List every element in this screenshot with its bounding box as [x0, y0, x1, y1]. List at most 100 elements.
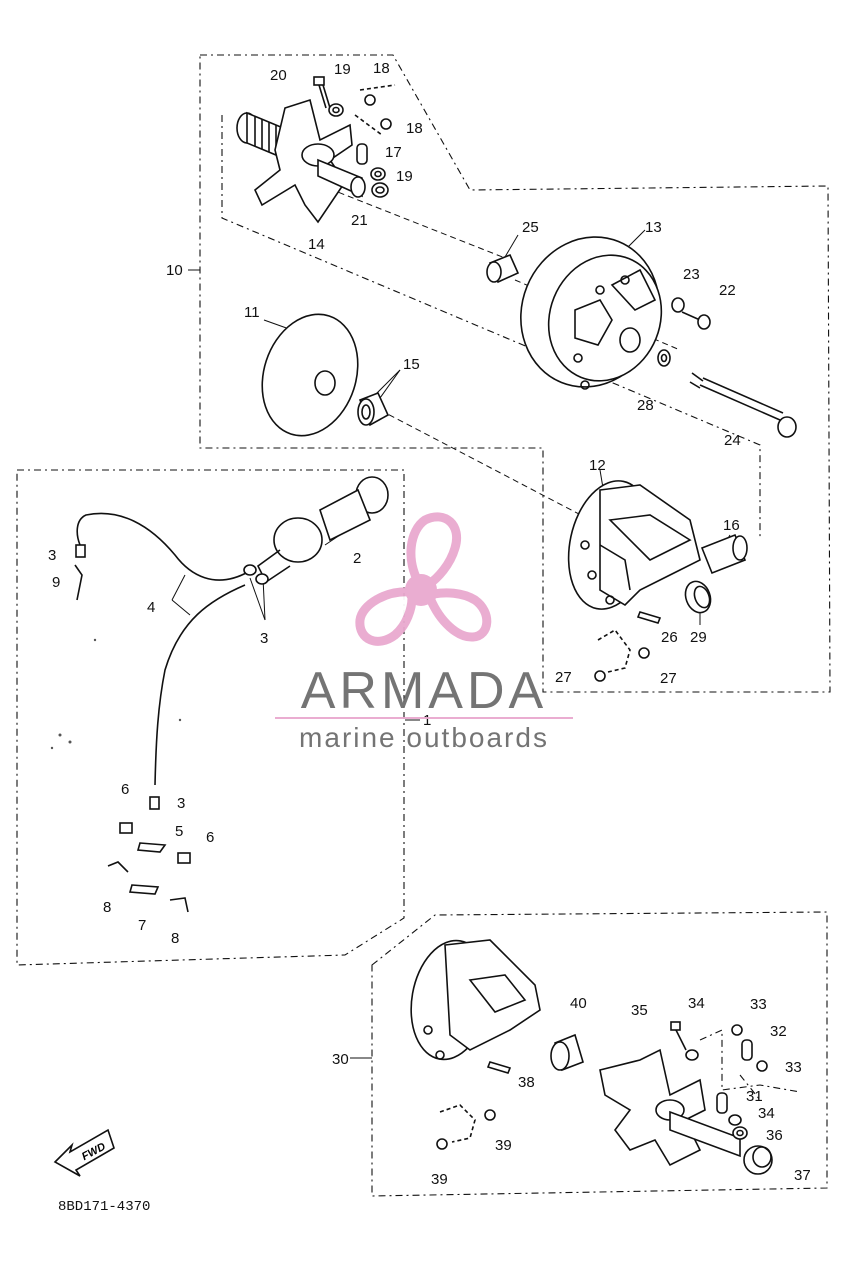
- part-20-bolt: [313, 76, 331, 109]
- callout-22: 22: [719, 282, 736, 299]
- part-23-washer: [671, 297, 685, 313]
- callout-30: 30: [332, 1051, 349, 1068]
- part-9-pin: [74, 564, 83, 601]
- callout-18: 18: [373, 60, 390, 77]
- callout-5: 5: [175, 823, 183, 840]
- part-21-washer: [371, 182, 389, 198]
- part-12-intake-housing: [567, 480, 701, 610]
- part-22-bolt: [681, 311, 711, 330]
- callout-21: 21: [351, 212, 368, 229]
- part-33-pins: [731, 1024, 768, 1072]
- drawing-code: 8BD171-4370: [58, 1199, 150, 1215]
- callout-28: 28: [637, 397, 654, 414]
- part-31-impeller: [599, 1048, 741, 1167]
- part-32-dowel: [741, 1039, 753, 1061]
- callout-39: 39: [431, 1171, 448, 1188]
- callout-31: 31: [746, 1088, 763, 1105]
- callout-18: 18: [406, 120, 423, 137]
- part-24-stud-bolt: [689, 372, 797, 438]
- group-outline-10-inner: [221, 115, 761, 540]
- part-34-nuts: [685, 1049, 742, 1126]
- part-26-pin: [636, 611, 662, 624]
- part-14-impeller-hub: [236, 98, 366, 224]
- callout-8: 8: [171, 930, 179, 947]
- part-17-dowel: [356, 143, 368, 165]
- part-30-housing: [410, 939, 541, 1061]
- callout-19: 19: [334, 61, 351, 78]
- part-38-pin: [486, 1061, 512, 1074]
- callout-12: 12: [589, 457, 606, 474]
- propeller-blade: [355, 587, 417, 646]
- callout-25: 25: [522, 219, 539, 236]
- propeller-hub: [405, 574, 437, 606]
- armada-watermark: ARMADA marine outboards: [275, 512, 573, 753]
- callout-10: 10: [166, 262, 183, 279]
- callout-1: 1: [423, 712, 431, 729]
- part-18-pins: [354, 84, 396, 136]
- watermark-brand: ARMADA: [301, 662, 547, 720]
- callout-36: 36: [766, 1127, 783, 1144]
- part-2-cable-knob: [256, 476, 389, 584]
- callout-27: 27: [555, 669, 572, 686]
- part-37-cap: [743, 1145, 773, 1175]
- propeller-blade: [406, 512, 461, 590]
- group-outline-30: [371, 911, 828, 1197]
- callout-33: 33: [750, 996, 767, 1013]
- part-29-ring: [684, 580, 712, 614]
- callout-34: 34: [688, 995, 705, 1012]
- callout-13: 13: [645, 219, 662, 236]
- callout-17: 17: [385, 144, 402, 161]
- callout-3: 3: [48, 547, 56, 564]
- callout-37: 37: [794, 1167, 811, 1184]
- callout-6: 6: [206, 829, 214, 846]
- propeller-logo: [355, 512, 492, 646]
- parts-5-6-7-8-clips: [107, 822, 191, 913]
- callout-15: 15: [403, 356, 420, 373]
- callout-24: 24: [724, 432, 741, 449]
- faint-specks: [50, 638, 182, 750]
- callout-35: 35: [631, 1002, 648, 1019]
- part-13-pump-housing: [520, 236, 663, 390]
- fwd-arrow: FWD: [53, 1128, 115, 1177]
- callout-9: 9: [52, 574, 60, 591]
- propeller-blade: [425, 588, 492, 642]
- part-16-sleeve: [700, 533, 748, 575]
- callout-11: 11: [244, 304, 260, 321]
- callout-6: 6: [121, 781, 129, 798]
- callout-4: 4: [147, 599, 155, 616]
- callout-33: 33: [785, 1059, 802, 1076]
- callout-27: 27: [660, 670, 677, 687]
- part-19-nut-lower: [370, 167, 386, 181]
- callout-23: 23: [683, 266, 700, 283]
- part-35-bolt: [670, 1021, 687, 1051]
- part-4-cable: [76, 512, 249, 786]
- callout-34: 34: [758, 1105, 775, 1122]
- part-36-washer: [732, 1126, 748, 1140]
- watermark-tagline: marine outboards: [299, 722, 549, 753]
- callout-38: 38: [518, 1074, 535, 1091]
- callout-7: 7: [138, 917, 146, 934]
- group-30-inner-outline: [699, 1029, 801, 1101]
- callout-20: 20: [270, 67, 287, 84]
- callout-26: 26: [661, 629, 678, 646]
- part-15-seal: [357, 391, 390, 427]
- part-3-cable-ends: [75, 544, 269, 810]
- callout-2: 2: [353, 550, 361, 567]
- part-40-bushing: [550, 1033, 584, 1072]
- part-31-dowel: [716, 1092, 728, 1114]
- callout-3: 3: [260, 630, 268, 647]
- callout-32: 32: [770, 1023, 787, 1040]
- part-39-bracket-and-nuts: [436, 1104, 496, 1150]
- callout-39: 39: [495, 1137, 512, 1154]
- callout-14: 14: [308, 236, 325, 253]
- callouts: 20 19 18 18 17 19 21 14 25 13 23 22 10 1…: [48, 60, 811, 1188]
- part-27-bracket-and-nuts: [594, 628, 650, 682]
- part-25-bushing: [486, 253, 520, 284]
- callout-3: 3: [177, 795, 185, 812]
- callout-19: 19: [396, 168, 413, 185]
- callout-40: 40: [570, 995, 587, 1012]
- group-outline-1: [16, 469, 405, 966]
- part-19-nut-upper: [328, 103, 344, 117]
- part-28-washer: [657, 349, 671, 367]
